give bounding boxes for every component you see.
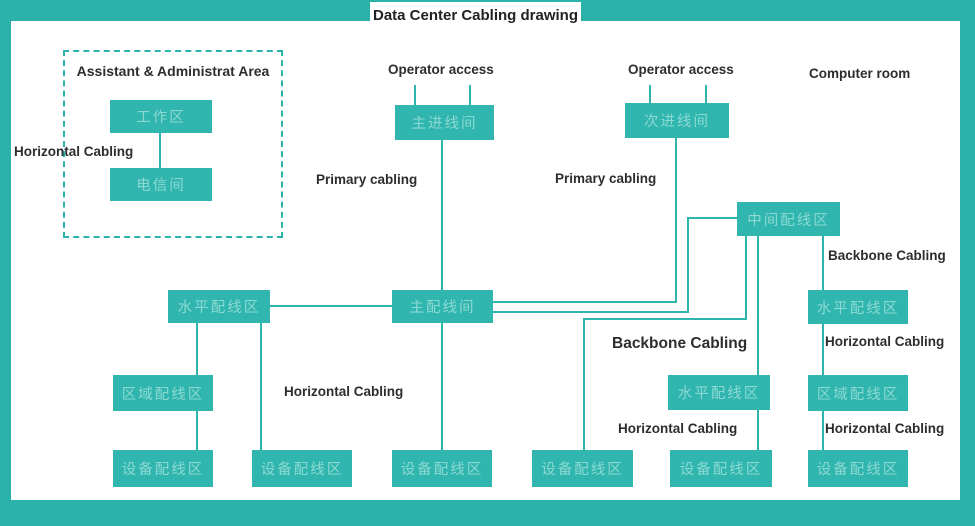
node-horizontal-distribution-left: 水平配线区: [168, 290, 270, 323]
assistant-administrat-area: Assistant & Administrat Area: [63, 50, 283, 238]
connector-line: [675, 138, 677, 303]
connector-line: [414, 85, 416, 105]
label-operator-access-2: Operator access: [628, 62, 734, 77]
connector-line: [583, 318, 585, 450]
connector-line: [196, 323, 198, 375]
label-computer-room: Computer room: [809, 66, 911, 81]
node-equipment-distribution-2: 设备配线区: [252, 450, 352, 487]
connector-line: [822, 236, 824, 290]
label-primary-cabling-1: Primary cabling: [316, 172, 418, 187]
connector-line: [687, 217, 737, 219]
connector-line: [441, 323, 443, 450]
connector-line: [159, 133, 161, 168]
connector-line: [757, 410, 759, 450]
label-horizontal-cabling-right-2: Horizontal Cabling: [825, 421, 945, 436]
frame-right-border: [960, 0, 975, 526]
connector-line: [260, 323, 262, 450]
node-work-area: 工作区: [110, 100, 212, 133]
label-backbone-cabling-right: Backbone Cabling: [828, 248, 946, 263]
label-primary-cabling-2: Primary cabling: [555, 171, 657, 186]
connector-line: [822, 411, 824, 450]
connector-line: [822, 324, 824, 375]
label-horizontal-cabling-center-2: Horizontal Cabling: [618, 421, 738, 436]
node-horizontal-distribution-right: 水平配线区: [808, 290, 908, 324]
connector-line: [469, 85, 471, 105]
connector-line: [270, 305, 392, 307]
connector-line: [583, 318, 747, 320]
node-horizontal-distribution-mid: 水平配线区: [668, 375, 770, 410]
frame-left-border: [0, 0, 11, 526]
connector-line: [687, 218, 689, 313]
connector-line: [757, 236, 759, 375]
label-operator-access-1: Operator access: [388, 62, 494, 77]
node-zone-distribution-left: 区域配线区: [113, 375, 213, 411]
connector-line: [196, 411, 198, 450]
node-zone-distribution-right: 区域配线区: [808, 375, 908, 411]
frame-bottom-border: [0, 500, 975, 526]
connector-line: [441, 140, 443, 290]
connector-line: [705, 85, 707, 103]
node-equipment-distribution-3: 设备配线区: [392, 450, 492, 487]
diagram-title: Data Center Cabling drawing: [370, 2, 581, 28]
connector-line: [745, 236, 747, 320]
node-secondary-entrance-room: 次进线间: [625, 103, 729, 138]
label-backbone-cabling-center: Backbone Cabling: [612, 335, 748, 352]
connector-line: [493, 301, 675, 303]
label-horizontal-cabling-center-1: Horizontal Cabling: [284, 384, 404, 399]
node-equipment-distribution-6: 设备配线区: [808, 450, 908, 487]
node-telecom-room: 电信间: [110, 168, 212, 201]
node-main-entrance-room: 主进线间: [395, 105, 494, 140]
connector-line: [649, 85, 651, 103]
node-equipment-distribution-4: 设备配线区: [532, 450, 633, 487]
node-intermediate-distribution-area: 中间配线区: [737, 202, 840, 236]
node-equipment-distribution-1: 设备配线区: [113, 450, 213, 487]
node-main-distribution-room: 主配线间: [392, 290, 493, 323]
label-horizontal-cabling-left: Horizontal Cabling: [14, 144, 134, 159]
node-equipment-distribution-5: 设备配线区: [670, 450, 772, 487]
area-title: Assistant & Administrat Area: [76, 63, 270, 79]
label-horizontal-cabling-right-1: Horizontal Cabling: [825, 334, 945, 349]
connector-line: [493, 311, 689, 313]
